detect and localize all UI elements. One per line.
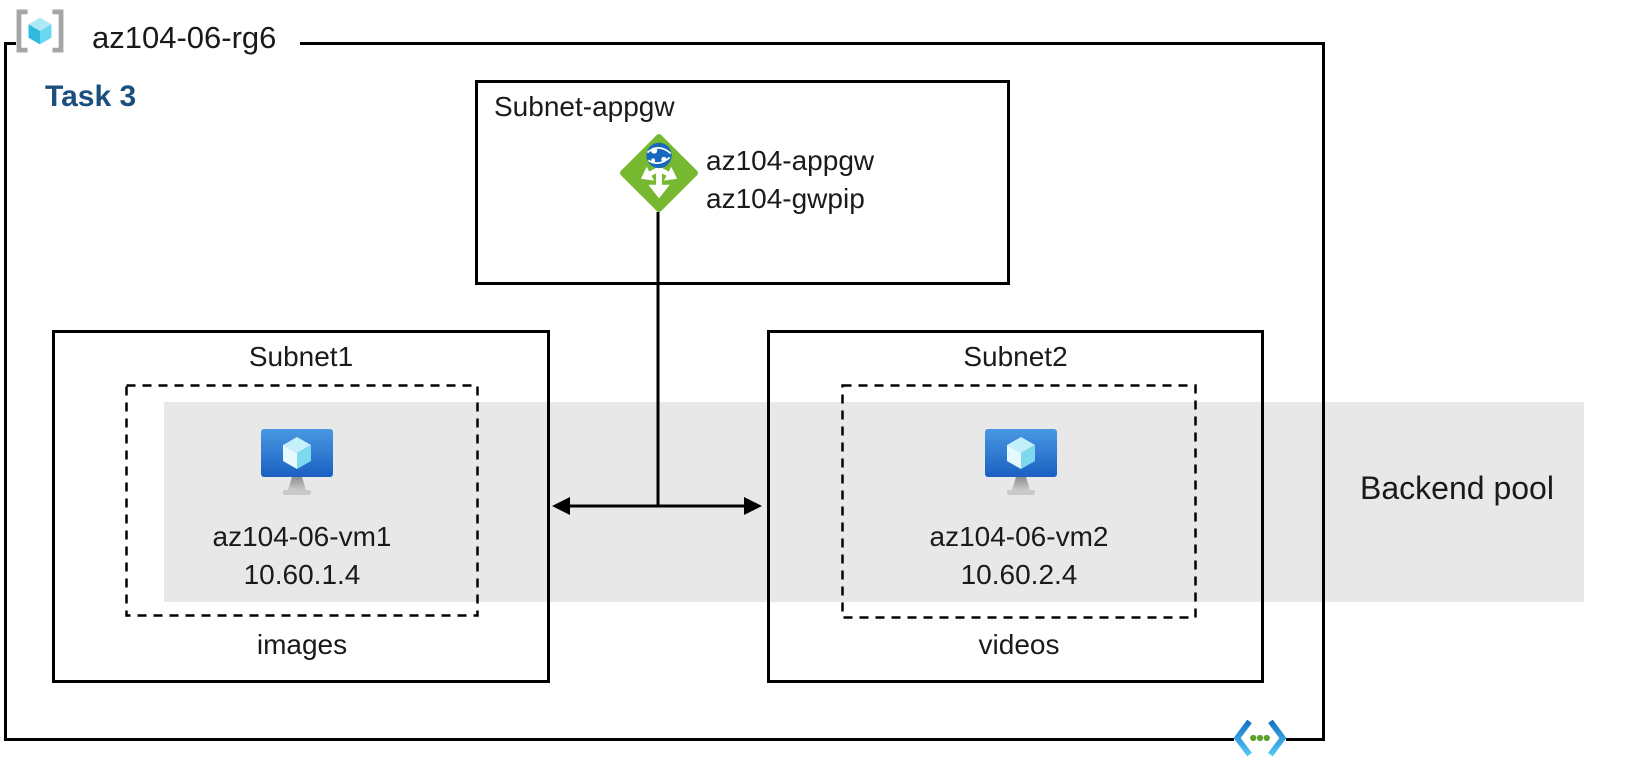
task-label: Task 3: [45, 80, 137, 113]
vm1-ip: 10.60.1.4: [243, 559, 361, 590]
subnet2-box: Subnet2: [767, 330, 1264, 683]
vm2-ip: 10.60.2.4: [960, 559, 1078, 590]
application-gateway-icon: [620, 134, 698, 212]
resource-group-title: az104-06-rg6: [92, 20, 277, 55]
resource-group-icon: [16, 9, 64, 53]
vm2-dashed-boundary: [841, 384, 1197, 619]
vm2-name: az104-06-vm2: [929, 521, 1109, 552]
vm1-name: az104-06-vm1: [212, 521, 392, 552]
gateway-public-ip-name: az104-gwpip: [706, 183, 865, 214]
subnet-appgw-box: Subnet-appgw: [475, 80, 1010, 285]
subnet-appgw-label: Subnet-appgw: [494, 91, 675, 122]
virtual-machine-icon-vm2: [985, 429, 1057, 495]
subnet1-label: Subnet1: [248, 341, 354, 372]
subnet2-content-label: videos: [978, 629, 1060, 660]
resource-group-border: [4, 42, 1325, 741]
backend-pool-band: [164, 402, 1584, 602]
virtual-machine-icon-vm1: [261, 429, 333, 495]
vm1-dashed-boundary: [125, 384, 479, 617]
virtual-network-icon: [1234, 718, 1286, 758]
application-gateway-name: az104-appgw: [706, 145, 875, 176]
subnet2-label: Subnet2: [963, 341, 1068, 372]
subnet1-content-label: images: [256, 629, 348, 660]
resource-group-border-gap: [16, 38, 300, 49]
backend-pool-label: Backend pool: [1360, 469, 1554, 506]
subnet1-box: Subnet1: [52, 330, 550, 683]
